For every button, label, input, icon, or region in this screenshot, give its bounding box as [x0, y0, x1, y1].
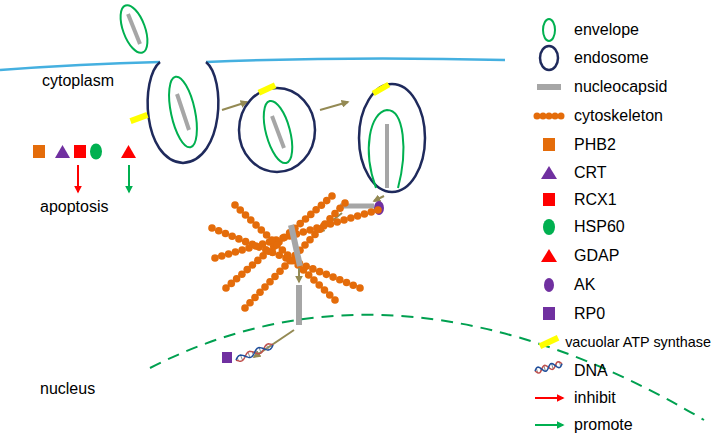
- promote-arrow: [128, 165, 130, 192]
- legend-swatch: [543, 193, 555, 206]
- apoptosis-regulators: [33, 144, 136, 160]
- legend-swatch: [534, 361, 563, 374]
- legend-text: HSP60: [574, 218, 625, 236]
- inhibit-arrow: [77, 165, 79, 192]
- legend-text: vacuolar ATP synthase: [565, 334, 711, 351]
- legend-text: nucleocapsid: [574, 78, 667, 96]
- nucleocapsid: [291, 225, 300, 266]
- legend-text: PHB2: [574, 136, 616, 154]
- endosome-forming: [130, 62, 219, 163]
- dna-with-rp0: [222, 342, 274, 363]
- legend-text: GDAP: [574, 247, 619, 265]
- region-label: nucleus: [40, 380, 95, 398]
- legend-swatch: [535, 398, 563, 399]
- nucleocapsid: [296, 285, 302, 325]
- flow-arrow: [374, 196, 384, 201]
- legend-text: inhibit: [574, 389, 616, 407]
- legend-swatch: [541, 166, 557, 179]
- nuclear-envelope: [150, 315, 704, 420]
- flow-arrow: [298, 268, 300, 282]
- legend-swatch: [541, 249, 557, 262]
- legend-text: envelope: [574, 21, 639, 39]
- cytoskeleton: [208, 192, 382, 312]
- endosome-fusion: [359, 82, 425, 192]
- legend-text: cytoskeleton: [574, 107, 663, 125]
- legend-swatch: [543, 138, 555, 151]
- endosome: [239, 82, 315, 172]
- legend-text: RCX1: [574, 191, 617, 209]
- legend-text: CRT: [574, 164, 607, 182]
- legend-text: RP0: [574, 305, 605, 323]
- legend-swatch: [540, 46, 558, 70]
- legend-swatch: [535, 425, 563, 426]
- legend-text: promote: [574, 416, 633, 434]
- cell-membrane: [206, 58, 505, 62]
- legend-text: DNA: [574, 362, 608, 380]
- legend-swatch: [543, 219, 555, 235]
- legend-swatch: [534, 113, 565, 120]
- flow-arrow: [320, 102, 348, 110]
- legend-swatch: [543, 307, 555, 320]
- cell-membrane: [0, 62, 160, 70]
- legend-swatch: [543, 19, 555, 41]
- legend-swatch: [544, 278, 554, 292]
- legend-text: endosome: [574, 49, 649, 67]
- legend-swatch: [539, 335, 560, 349]
- legend-swatch: [537, 84, 561, 90]
- virus-particle: [115, 2, 153, 57]
- outcome-label: apoptosis: [40, 198, 109, 216]
- legend-text: AK: [574, 276, 595, 294]
- region-label: cytoplasm: [42, 72, 114, 90]
